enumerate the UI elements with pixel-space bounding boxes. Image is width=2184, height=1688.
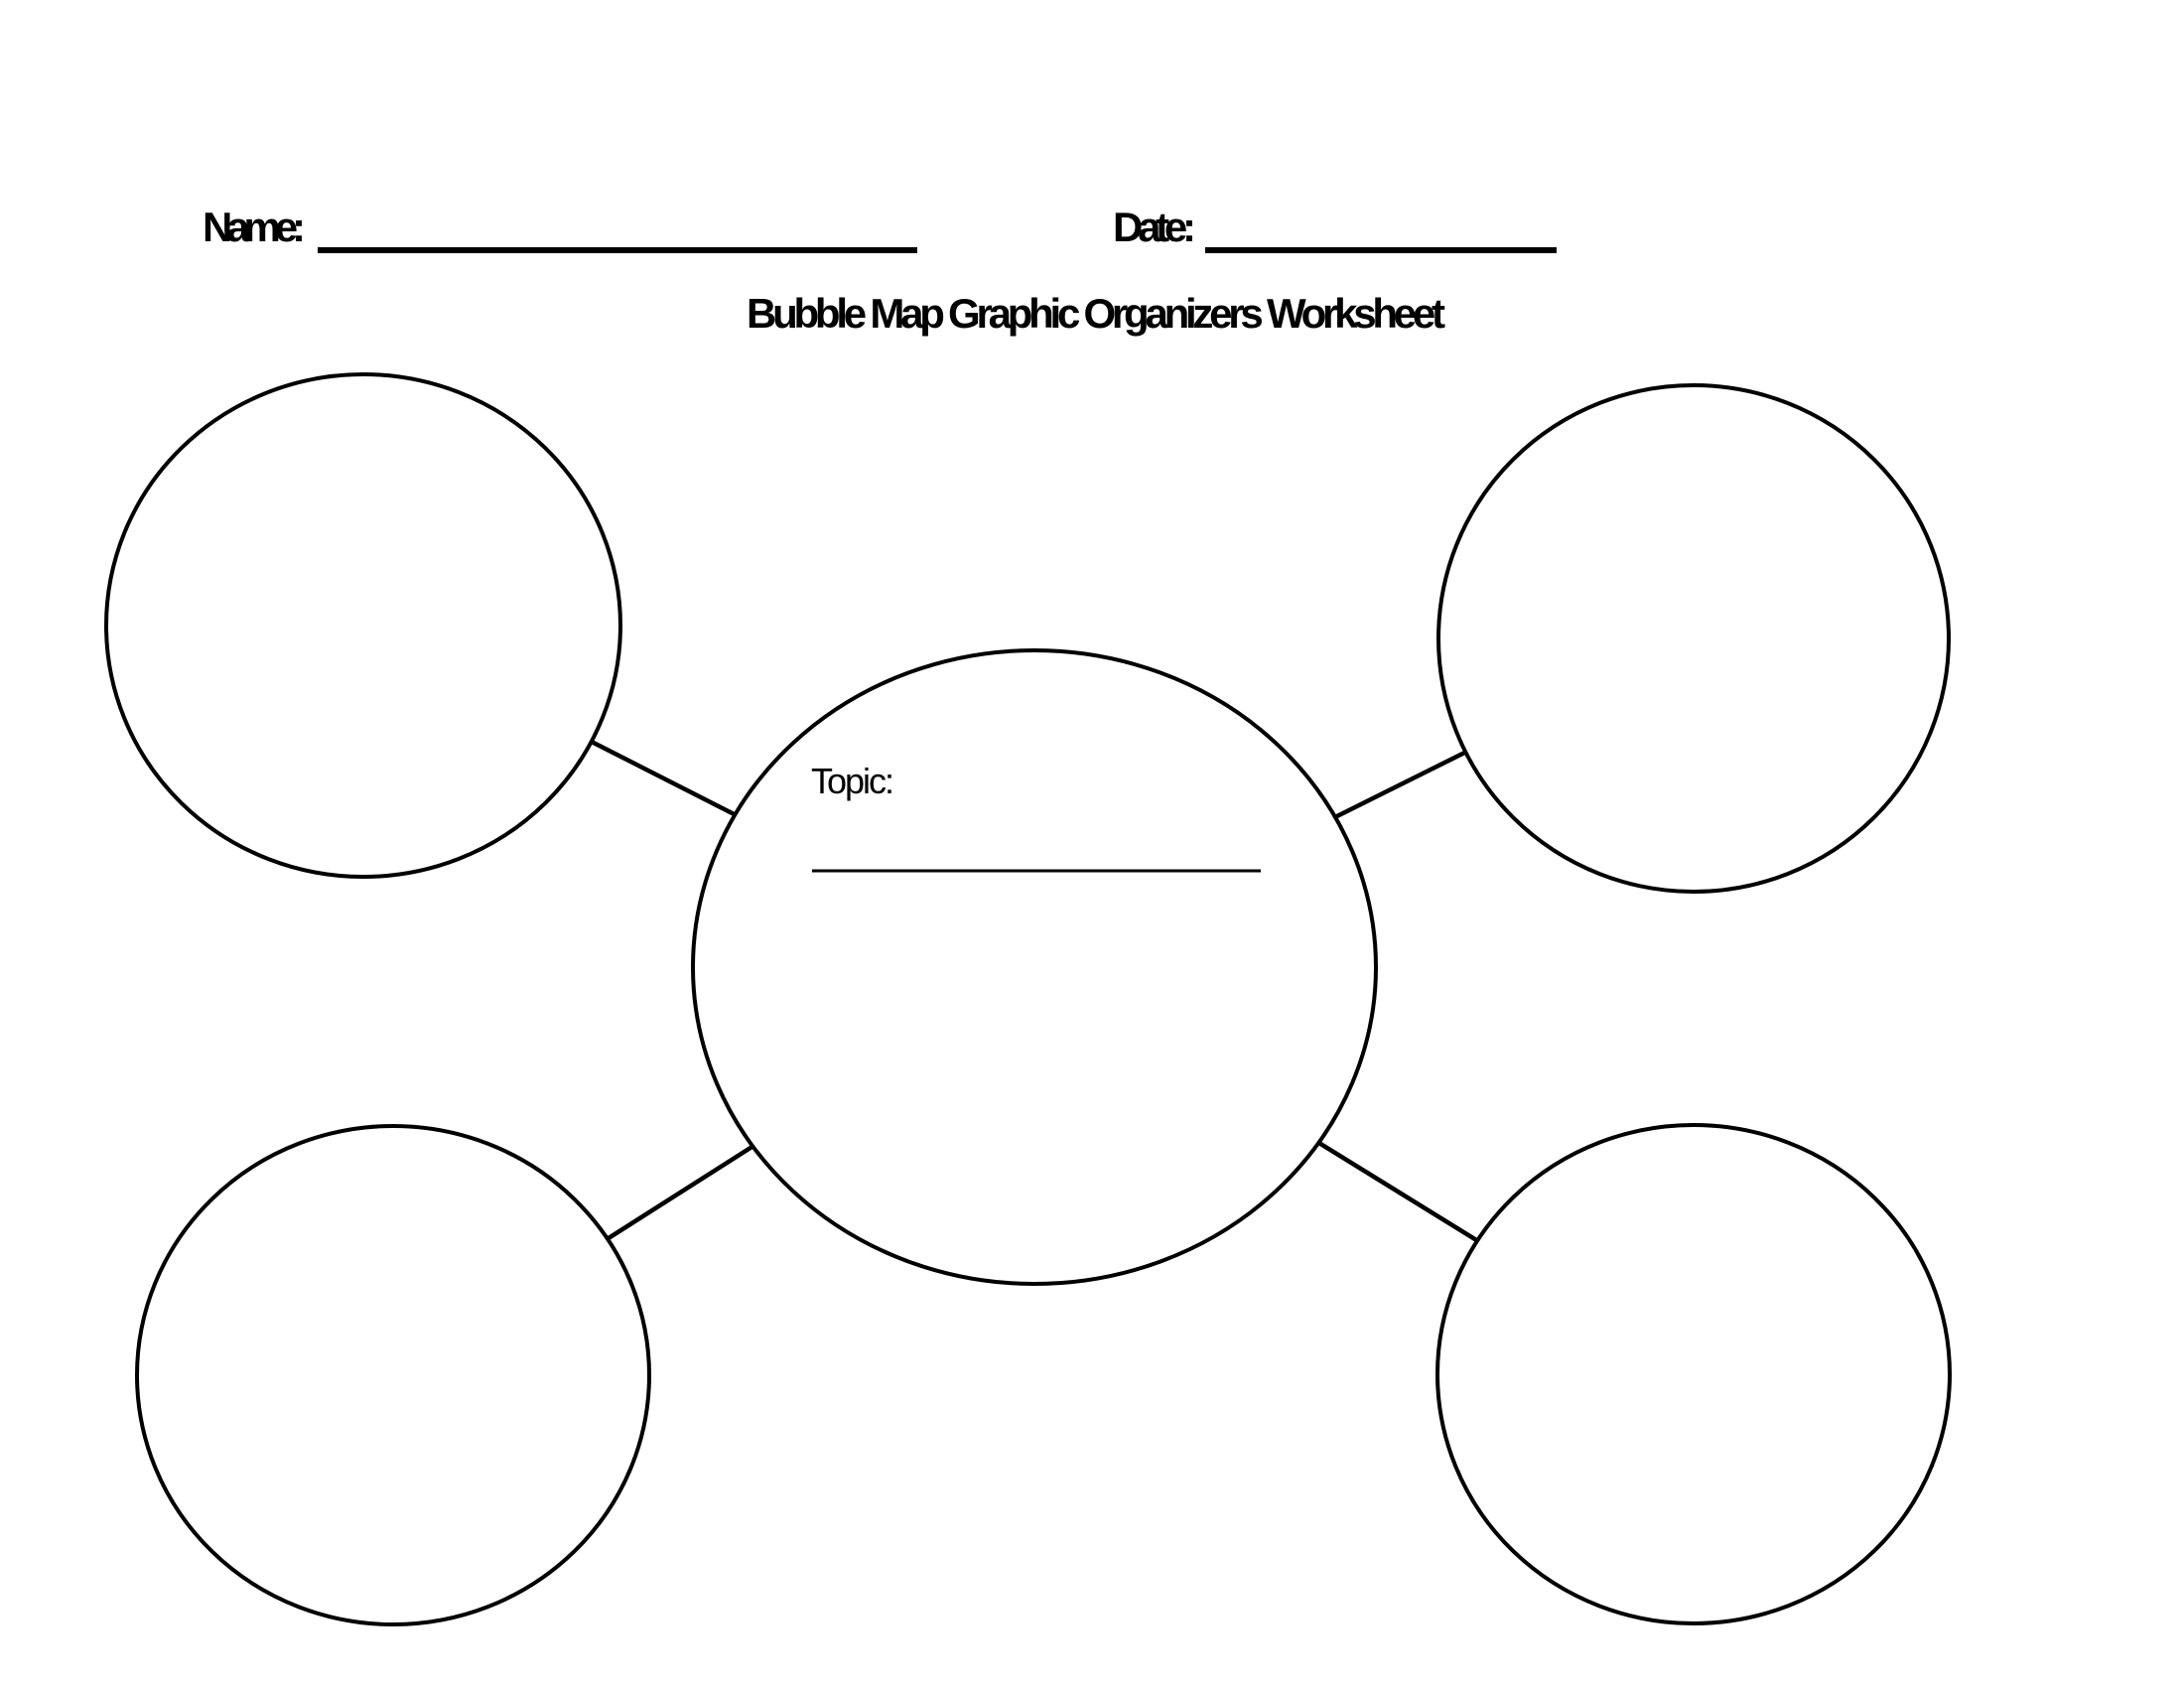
name-label: Name: (203, 204, 306, 250)
bubble-bottom-right[interactable] (1435, 1123, 1952, 1625)
bubble-top-left[interactable] (104, 372, 622, 879)
center-topic-bubble[interactable] (691, 648, 1378, 1286)
topic-label: Topic: (811, 761, 894, 801)
worksheet-title: Bubble Map Graphic Organizers Worksheet (747, 290, 1445, 337)
bubble-top-right[interactable] (1436, 383, 1951, 894)
bubble-bottom-left[interactable] (135, 1124, 651, 1626)
date-label: Date: (1113, 204, 1196, 250)
